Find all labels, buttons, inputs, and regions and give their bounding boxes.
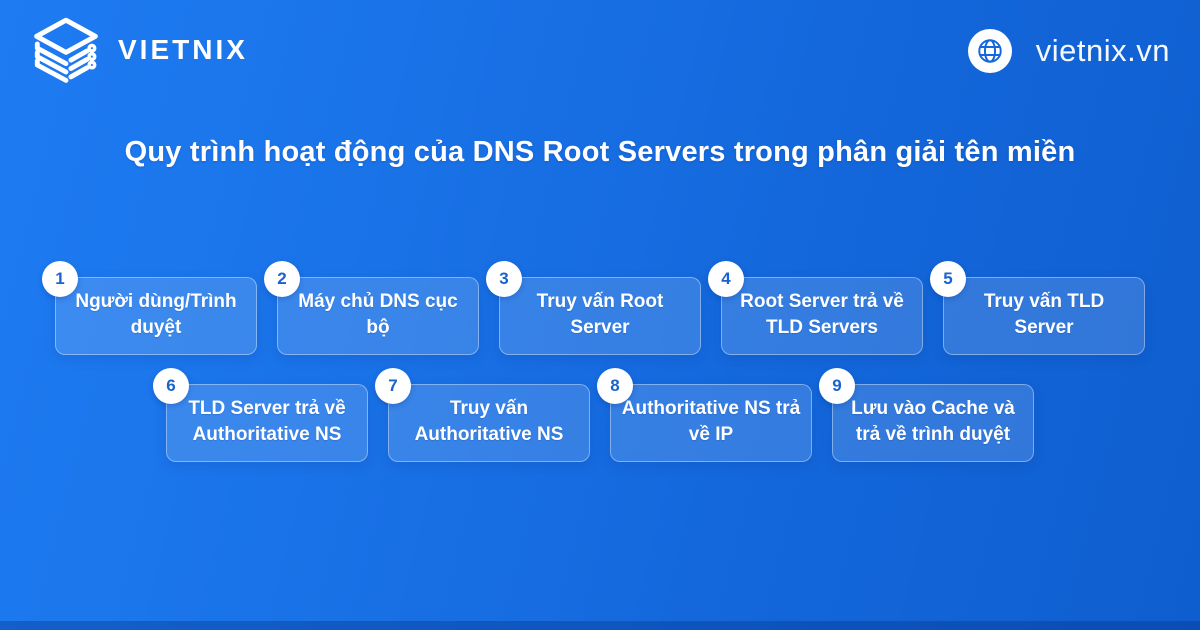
step-label: Authoritative NS trả về IP	[621, 398, 801, 445]
step-label: Máy chủ DNS cục bộ	[298, 291, 458, 338]
step-card-1: 1 Người dùng/Trình duyệt	[42, 261, 257, 355]
step-label: Truy vấn TLD Server	[983, 291, 1105, 338]
step-card-7: 7 Truy vấn Authoritative NS	[375, 368, 590, 462]
step-card-6: 6 TLD Server trả về Authoritative NS	[153, 368, 368, 462]
step-label: Root Server trả về TLD Servers	[740, 291, 904, 338]
step-card-9: 9 Lưu vào Cache và trả về trình duyệt	[819, 368, 1034, 462]
steps-row-1: 1 Người dùng/Trình duyệt 2 Máy chủ DNS c…	[0, 261, 1200, 355]
step-number-badge: 8	[597, 368, 633, 404]
step-label: Truy vấn Root Server	[536, 291, 664, 338]
page-title: Quy trình hoạt động của DNS Root Servers…	[124, 136, 1076, 168]
step-number-badge: 6	[153, 368, 189, 404]
step-label: TLD Server trả về Authoritative NS	[188, 398, 346, 445]
step-card-5: 5 Truy vấn TLD Server	[930, 261, 1145, 355]
globe-icon	[967, 29, 1012, 73]
vietnix-logo: VIETNIX	[28, 16, 248, 86]
step-number-badge: 1	[42, 261, 78, 297]
step-number-badge: 2	[264, 261, 300, 297]
step-card-2: 2 Máy chủ DNS cục bộ	[264, 261, 479, 355]
site-url: vietnix.vn	[967, 29, 1172, 73]
step-card-3: 3 Truy vấn Root Server	[486, 261, 701, 355]
vietnix-logo-text: VIETNIX	[118, 34, 248, 65]
step-number-badge: 7	[375, 368, 411, 404]
step-label: Người dùng/Trình duyệt	[75, 291, 237, 338]
step-card-4: 4 Root Server trả về TLD Servers	[708, 261, 923, 355]
step-number-badge: 3	[486, 261, 522, 297]
step-card-8: 8 Authoritative NS trả về IP	[597, 368, 812, 462]
header: VIETNIX vietnix.vn	[0, 0, 1200, 102]
step-label: Truy vấn Authoritative NS	[414, 398, 564, 445]
step-number-badge: 5	[930, 261, 966, 297]
step-number-badge: 4	[708, 261, 744, 297]
step-label: Lưu vào Cache và trả về trình duyệt	[851, 398, 1015, 445]
footer-strip	[0, 621, 1200, 630]
site-url-text: vietnix.vn	[1035, 33, 1170, 68]
steps-row-2: 6 TLD Server trả về Authoritative NS 7 T…	[0, 368, 1200, 462]
vietnix-stack-icon	[34, 17, 98, 83]
step-number-badge: 9	[819, 368, 855, 404]
